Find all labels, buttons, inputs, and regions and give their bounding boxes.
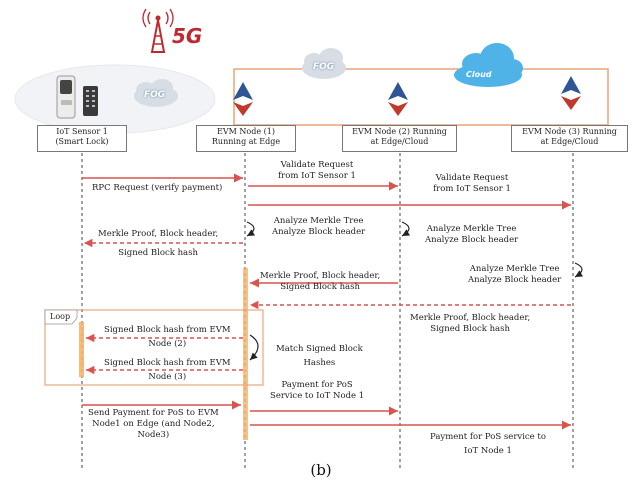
msg-rpc-request: RPC Request (verify payment) [92, 183, 223, 193]
fog-cloud-top-icon [302, 48, 346, 79]
msg-analyze-3-line1: Analyze Merkle Tree [469, 264, 560, 274]
msg-validate-2: Validate Request from IoT Sensor 1 [433, 173, 511, 195]
msg-analyze-1-line2: Analyze Block header [272, 227, 366, 237]
node-evm-1: EVM Node (1) Running at Edge [196, 125, 296, 152]
cloud-label: Cloud [466, 70, 492, 79]
node-iot-subtitle: (Smart Lock) [55, 137, 109, 146]
msg-send-payment-line2: Node1 on Edge (and Node2, [92, 419, 215, 429]
fog-label-left: FOG [144, 90, 166, 100]
msg-validate-1-line1: Validate Request [280, 160, 354, 170]
fog-cloud-left-icon [134, 79, 178, 107]
evm-logo-2-icon [388, 82, 408, 116]
node-iot-sensor: IoT Sensor 1 (Smart Lock) [37, 125, 127, 152]
msg-proof-to-iot: Merkle Proof, Block header, Signed Block… [98, 229, 218, 259]
msg-payment-evm2-line2: Service to IoT Node 1 [270, 391, 365, 401]
evm-logo-1-icon [233, 82, 253, 116]
msg-analyze-2-line1: Analyze Merkle Tree [426, 224, 517, 234]
node-evm-2: EVM Node (2) Running at Edge/Cloud [342, 125, 457, 152]
fog-region [233, 68, 609, 126]
msg-match-hashes-line1: Match Signed Block [276, 344, 363, 354]
msg-payment-evm3-line1: Payment for PoS service to [430, 432, 546, 442]
msg-send-payment-line1: Send Payment for PoS to EVM [88, 408, 219, 418]
msg-send-payment-line3: Node3) [137, 430, 170, 440]
msg-analyze-1-line1: Analyze Merkle Tree [273, 216, 364, 226]
msg-payment-evm3-line2: IoT Node 1 [463, 446, 512, 456]
msg-match-hashes-line2: Hashes [303, 358, 336, 368]
node-evm-3: EVM Node (3) Running at Edge/Cloud [511, 125, 628, 152]
msg-analyze-3-line2: Analyze Block header [468, 275, 562, 285]
evm-logo-3-icon [561, 76, 581, 110]
msg-proof-from-evm3-line2: Signed Block hash [430, 324, 510, 334]
activation-iot [79, 322, 84, 377]
loop-label: Loop [50, 312, 71, 321]
msg-payment-evm2-line1: Payment for PoS [281, 380, 353, 390]
edge-zone [14, 64, 216, 134]
msg-send-payment: Send Payment for PoS to EVM Node1 on Edg… [88, 408, 219, 441]
loop-frame [44, 309, 264, 386]
node-evm3-subtitle: at Edge/Cloud [540, 137, 599, 146]
activation-evm1 [243, 268, 248, 440]
msg-proof-from-evm2-line1: Merkle Proof, Block header, [260, 271, 381, 281]
fiveg-label: 5G [172, 24, 203, 48]
msg-signed-hash-evm2-line1: Signed Block hash from EVM [104, 325, 231, 335]
node-evm3-title: EVM Node (3) Running [522, 127, 617, 136]
msg-validate-1-line2: from IoT Sensor 1 [278, 171, 356, 181]
fog-label-top: FOG [313, 62, 335, 72]
msg-validate-2-line2: from IoT Sensor 1 [433, 184, 511, 194]
node-evm1-title: EVM Node (1) [217, 127, 275, 136]
msg-analyze-2-line2: Analyze Block header [425, 235, 519, 245]
msg-analyze-1: Analyze Merkle Tree Analyze Block header [272, 216, 365, 238]
msg-signed-hash-evm2-line2: Node (2) [148, 339, 187, 349]
msg-proof-from-evm3-line1: Merkle Proof, Block header, [410, 313, 531, 323]
msg-payment-evm2: Payment for PoS Service to IoT Node 1 [270, 380, 364, 402]
msg-analyze-3: Analyze Merkle Tree Analyze Block header [468, 264, 561, 286]
msg-match-hashes: Match Signed Block Hashes [276, 344, 363, 369]
msg-proof-from-evm2: Merkle Proof, Block header, Signed Block… [260, 271, 380, 293]
msg-payment-evm3: Payment for PoS service to IoT Node 1 [430, 432, 546, 457]
node-iot-title: IoT Sensor 1 [56, 127, 108, 136]
msg-validate-2-line1: Validate Request [435, 173, 509, 183]
cloud-icon [454, 43, 523, 87]
msg-signed-hash-evm3-line1: Signed Block hash from EVM [104, 358, 231, 368]
msg-proof-from-evm3: Merkle Proof, Block header, Signed Block… [410, 313, 530, 335]
loop-tab [44, 309, 78, 325]
msg-proof-to-iot-line2: Signed Block hash [118, 248, 198, 258]
msg-signed-hash-evm3-line2: Node (3) [148, 372, 187, 382]
tower-icon [142, 8, 174, 53]
figure-caption: (b) [310, 461, 332, 479]
node-evm1-subtitle: Running at Edge [211, 137, 281, 146]
msg-signed-hash-evm2: Signed Block hash from EVM Node (2) [104, 325, 231, 350]
msg-signed-hash-evm3: Signed Block hash from EVM Node (3) [104, 358, 231, 383]
msg-proof-from-evm2-line2: Signed Block hash [280, 282, 360, 292]
node-evm2-subtitle: at Edge/Cloud [370, 137, 429, 146]
msg-analyze-2: Analyze Merkle Tree Analyze Block header [425, 224, 518, 246]
node-evm2-title: EVM Node (2) Running [352, 127, 447, 136]
smart-lock-icon [56, 75, 98, 119]
msg-validate-1: Validate Request from IoT Sensor 1 [278, 160, 356, 182]
msg-proof-to-iot-line1: Merkle Proof, Block header, [98, 229, 219, 239]
